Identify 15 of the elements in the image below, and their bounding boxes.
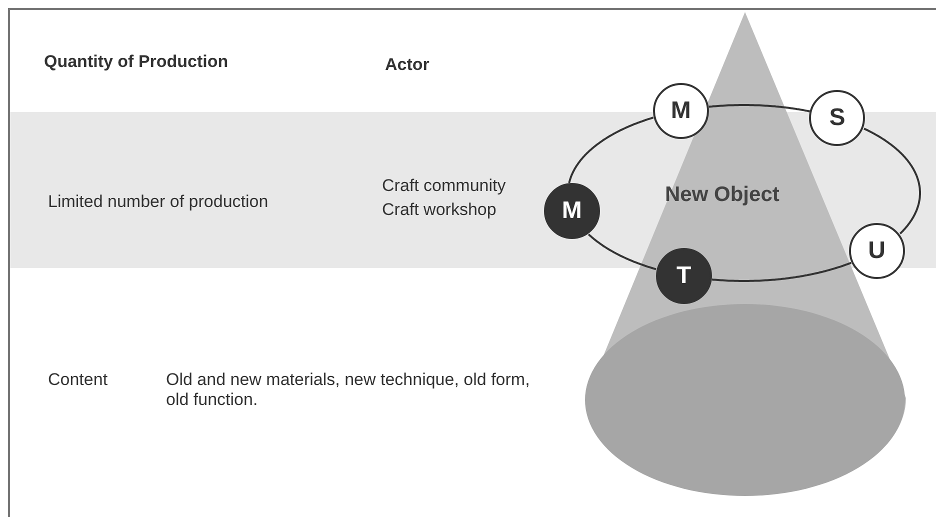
column-heading: Actor (385, 55, 430, 75)
content-text: Old and new materials, new technique, old form, old function. (166, 370, 531, 410)
letter-circle: M (652, 82, 709, 139)
actor-label: Craft community (382, 176, 506, 196)
ring-line (588, 234, 656, 270)
ring-line (712, 262, 852, 282)
column-heading: Quantity of Production (44, 52, 228, 72)
actor-label: Craft workshop (382, 200, 496, 220)
cone-label: New Object (665, 183, 780, 207)
ring-line (864, 128, 921, 234)
row-label: Limited number of production (48, 192, 268, 212)
ring-line (568, 116, 654, 184)
letter-circle: S (809, 90, 866, 146)
ring-line (708, 104, 810, 112)
row-label: Content (48, 370, 108, 390)
